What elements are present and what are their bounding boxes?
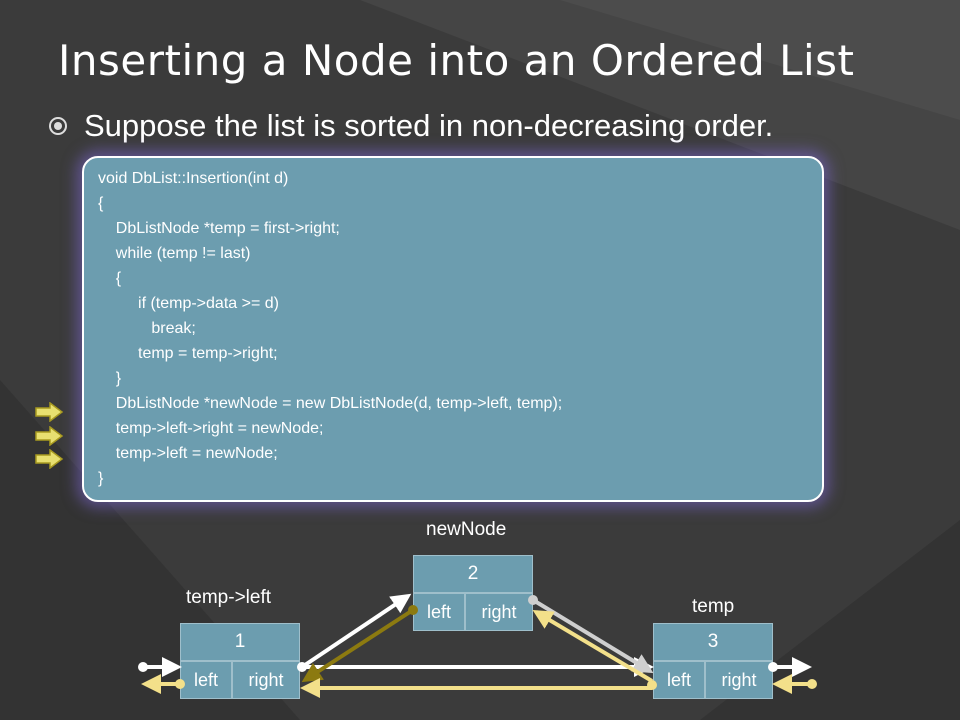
slide-title: Inserting a Node into an Ordered List: [58, 36, 855, 85]
list-node-3: 3 left right: [653, 623, 773, 699]
list-node-2: 2 left right: [413, 555, 533, 631]
code-line: {: [98, 195, 104, 212]
code-line: DbListNode *temp = first->right;: [98, 220, 340, 237]
node-data: 1: [180, 623, 300, 661]
code-line: temp->left->right = newNode;: [98, 420, 324, 437]
node-right-field: right: [465, 593, 533, 631]
code-line: break;: [98, 320, 196, 337]
node-data: 2: [413, 555, 533, 593]
node-left-field: left: [180, 661, 232, 699]
code-line: void DbList::Insertion(int d): [98, 170, 289, 187]
code-line: if (temp->data >= d): [98, 295, 279, 312]
bullet-text: Suppose the list is sorted in non-decrea…: [84, 108, 774, 143]
list-node-1: 1 left right: [180, 623, 300, 699]
circled-dot-icon: [49, 117, 67, 135]
code-line: while (temp != last): [98, 245, 251, 262]
code-line: }: [98, 470, 104, 487]
right-arrow-icon: [35, 402, 64, 422]
node-right-field: right: [232, 661, 300, 699]
label-temp: temp: [692, 596, 735, 617]
node-left-field: left: [413, 593, 465, 631]
node-left-field: left: [653, 661, 705, 699]
node-right-field: right: [705, 661, 773, 699]
code-line: temp = temp->right;: [98, 345, 278, 362]
code-line: }: [98, 370, 122, 387]
bullet-item: Suppose the list is sorted in non-decrea…: [48, 106, 773, 146]
right-arrow-icon: [35, 426, 64, 446]
node-data: 3: [653, 623, 773, 661]
code-line: {: [98, 270, 122, 287]
right-arrow-icon: [35, 449, 64, 469]
label-newnode: newNode: [426, 519, 507, 540]
code-block: void DbList::Insertion(int d) { DbListNo…: [82, 156, 824, 502]
code-line: temp->left = newNode;: [98, 445, 278, 462]
code-line: DbListNode *newNode = new DbListNode(d, …: [98, 395, 563, 412]
label-temp-left: temp->left: [186, 587, 272, 608]
